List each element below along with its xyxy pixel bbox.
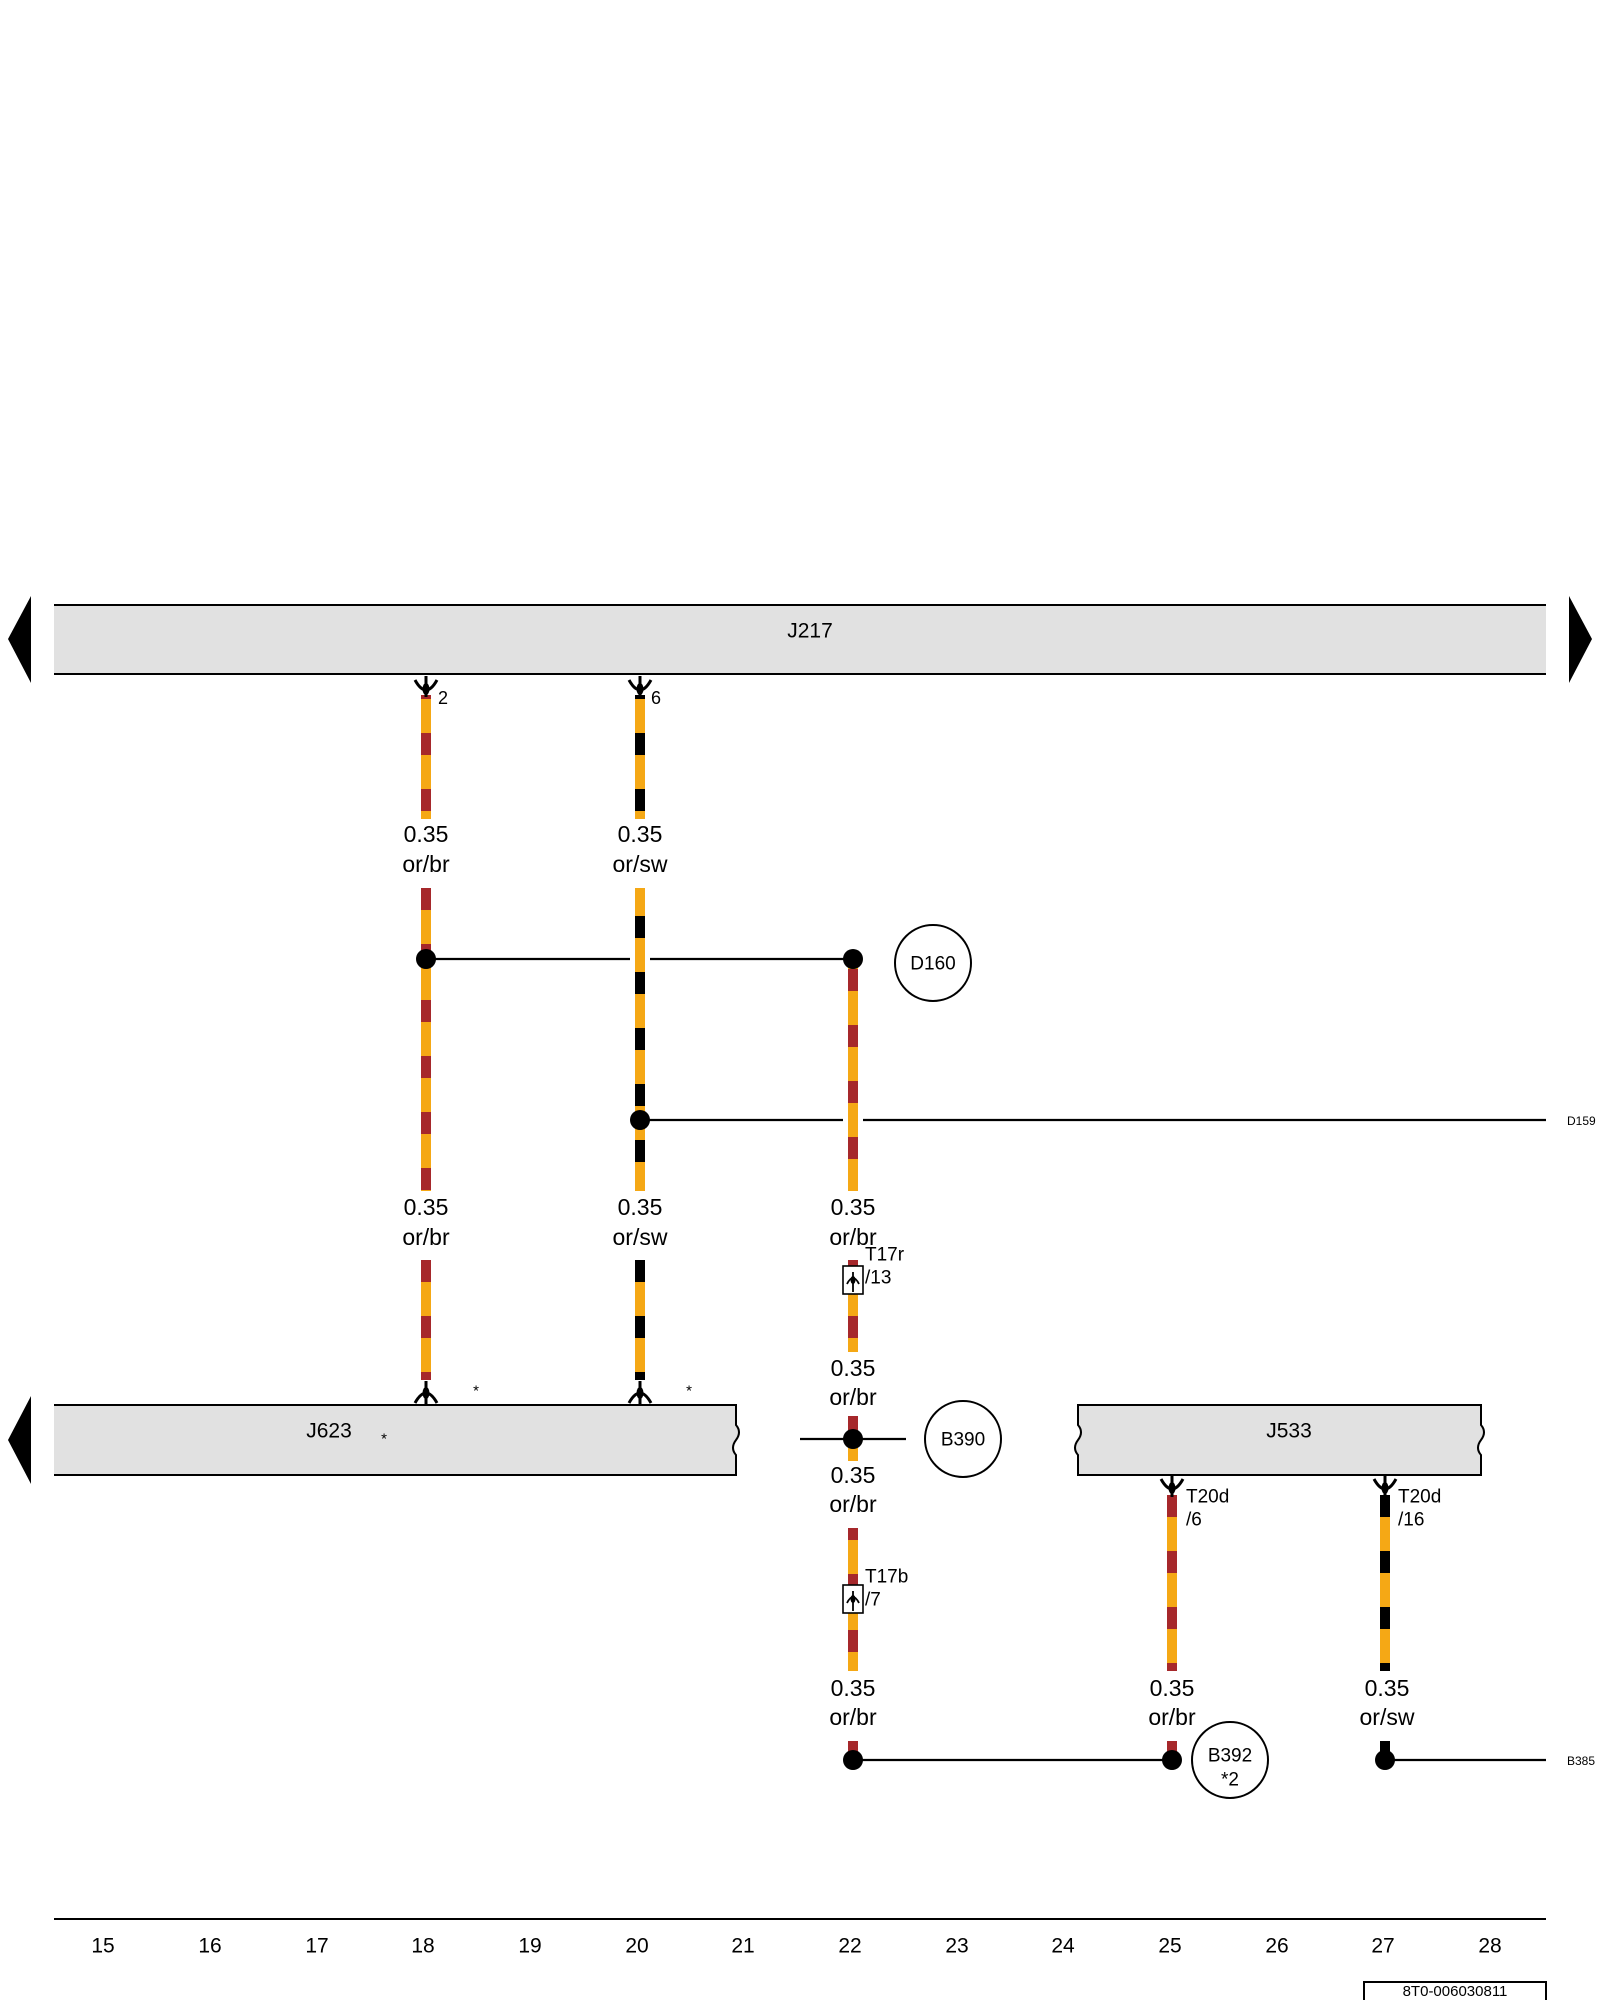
wire-size-label: 0.35 [404, 821, 449, 847]
track-number: 21 [731, 1935, 754, 1958]
splice-ring [1191, 1721, 1269, 1799]
wire-size-label: 0.35 [404, 1194, 449, 1220]
document-id: 8T0-006030811 [1403, 1983, 1508, 2000]
socket-pin-icon [1372, 1476, 1398, 1497]
wire-color-label: or/sw [613, 1224, 668, 1250]
continue-left-arrow-icon [8, 596, 31, 683]
track-number: 23 [945, 1935, 968, 1958]
track-number: 22 [838, 1935, 861, 1958]
junction-dot [1375, 1750, 1395, 1770]
track-number: 17 [305, 1935, 328, 1958]
wire-size-label: 0.35 [618, 1194, 663, 1220]
connector-t17r-name: T17r [865, 1245, 905, 1266]
wire-size-label: 0.35 [831, 1675, 876, 1701]
connector-t20d-pin: /6 [1186, 1510, 1202, 1531]
wire-size-label: 0.35 [831, 1462, 876, 1488]
splice-b392-note: *2 [1221, 1770, 1239, 1791]
j623-pin-note: * [473, 1383, 479, 1400]
connector-t17r-icon [842, 1265, 864, 1295]
continue-right-arrow-icon [1569, 596, 1592, 683]
junction-dot [1162, 1750, 1182, 1770]
splice-d159-reference: D159 [1567, 1114, 1596, 1128]
plug-pin-icon [413, 1381, 439, 1404]
document-id-frame [1363, 1981, 1547, 2000]
wire-color-label: or/br [402, 851, 450, 877]
wire-color-label: or/br [829, 1704, 877, 1730]
component-j623-edge [54, 1404, 740, 1476]
j217-pin-number: 6 [651, 688, 661, 708]
component-j623-body [54, 1405, 739, 1475]
junction-dot [416, 949, 436, 969]
component-j623: J623 * [54, 1404, 740, 1476]
splice-b392: B392 *2 [1191, 1721, 1269, 1799]
j217-pin-number: 2 [438, 688, 448, 708]
component-j623-label: J623 [306, 1420, 352, 1443]
junction-dot [843, 949, 863, 969]
wire-color-label: or/br [402, 1224, 450, 1250]
socket-pin-icon [1159, 1476, 1185, 1497]
track-number: 24 [1051, 1935, 1075, 1958]
socket-pin-icon [627, 676, 653, 697]
connector-t17b-pin: /7 [865, 1590, 881, 1611]
track-number: 18 [411, 1935, 434, 1958]
component-j623-asterisk: * [381, 1431, 387, 1448]
component-j217-label: J217 [787, 620, 833, 643]
track-number: 25 [1158, 1935, 1181, 1958]
plug-pin-icon [627, 1381, 653, 1404]
wire-color-label: or/sw [1360, 1704, 1415, 1730]
component-j533-body [1075, 1405, 1484, 1475]
wire-size-label: 0.35 [1365, 1675, 1410, 1701]
connector-t20d-name: T20d [1398, 1487, 1441, 1508]
track-number: 16 [198, 1935, 221, 1958]
track-numbers: 15 16 17 18 19 20 21 22 23 24 25 26 27 2… [91, 1935, 1501, 1958]
document-id-box: 8T0-006030811 [1363, 1981, 1547, 2000]
component-j533-label: J533 [1266, 1420, 1312, 1443]
wire-color-label: or/br [1148, 1704, 1196, 1730]
splice-b390: B390 [924, 1400, 1002, 1478]
connector-t17b-icon [842, 1584, 864, 1614]
splice-b385-reference: B385 [1567, 1754, 1595, 1768]
splice-ring [924, 1400, 1002, 1478]
connector-t20d-name: T20d [1186, 1487, 1229, 1508]
wire-color-label: or/br [829, 1491, 877, 1517]
wire-size-label: 0.35 [1150, 1675, 1195, 1701]
junction-dot [630, 1110, 650, 1130]
socket-pin-icon [413, 676, 439, 697]
track-number: 26 [1265, 1935, 1288, 1958]
wire-size-label: 0.35 [831, 1194, 876, 1220]
splice-d160: D160 [894, 924, 972, 1002]
wire-color-label: or/br [829, 1224, 877, 1250]
wire-size-label: 0.35 [831, 1355, 876, 1381]
splice-b392-label: B392 [1208, 1746, 1252, 1767]
component-j217: J217 [54, 604, 1546, 675]
track-number: 15 [91, 1935, 114, 1958]
junction-dot [843, 1750, 863, 1770]
track-number: 19 [518, 1935, 541, 1958]
track-number: 27 [1371, 1935, 1394, 1958]
continue-left-arrow-icon [8, 1396, 31, 1484]
j623-pin-note: * [686, 1383, 692, 1400]
track-number: 20 [625, 1935, 648, 1958]
splice-d160-label: D160 [910, 954, 955, 975]
wire-color-label: or/br [829, 1384, 877, 1410]
connector-t17b-name: T17b [865, 1567, 908, 1588]
connector-t17r-pin: /13 [865, 1268, 891, 1289]
junction-dot [843, 1429, 863, 1449]
track-number: 28 [1478, 1935, 1501, 1958]
splice-ring [894, 924, 972, 1002]
connector-t20d-pin: /16 [1398, 1510, 1424, 1531]
component-j533-edge [1074, 1404, 1485, 1476]
splice-b390-label: B390 [941, 1430, 985, 1451]
component-j533: J533 [1074, 1404, 1485, 1476]
wire-color-label: or/sw [613, 851, 668, 877]
component-j217-body [54, 605, 1546, 674]
wire-size-label: 0.35 [618, 821, 663, 847]
